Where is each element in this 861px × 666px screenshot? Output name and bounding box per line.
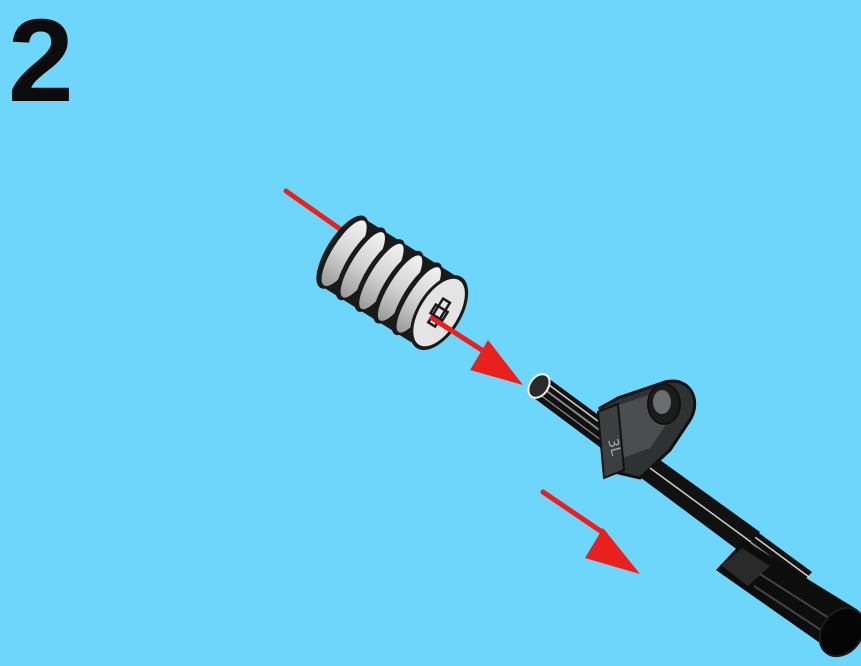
insert-arrow-middle bbox=[432, 318, 523, 385]
axle-connector: 3L bbox=[598, 381, 695, 478]
worm-gear bbox=[307, 208, 480, 360]
axle-front-segment bbox=[640, 460, 760, 552]
insert-arrow-lower bbox=[543, 492, 640, 574]
